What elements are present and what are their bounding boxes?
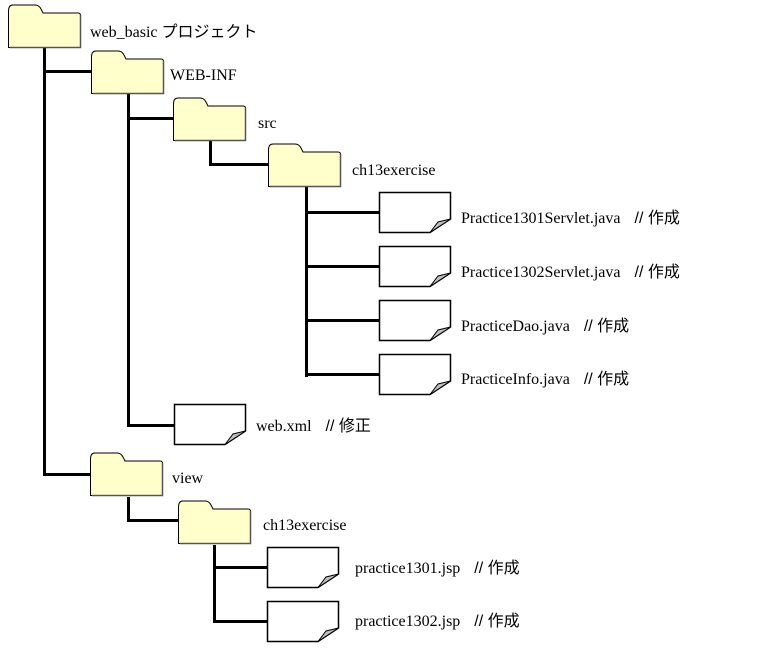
folder-label-src: src — [258, 115, 277, 132]
folder-icon[interactable] — [89, 451, 164, 497]
connector-root-vertical — [43, 48, 46, 476]
connector-ch13view-vertical — [213, 545, 216, 623]
connector-file1 — [305, 211, 379, 214]
file-icon[interactable] — [378, 299, 454, 343]
connector-src-ch13 — [209, 163, 268, 166]
folder-label-webinf: WEB-INF — [170, 67, 237, 84]
connector-root-webinf — [43, 70, 91, 73]
connector-jsp1 — [213, 566, 267, 569]
folder-label-ch13-view: ch13exercise — [263, 517, 347, 534]
file-icon[interactable] — [266, 546, 342, 590]
folder-label-view: view — [172, 470, 204, 487]
file-icon[interactable] — [378, 245, 454, 289]
connector-ch13src-vertical — [305, 187, 308, 377]
file-label: practice1302.jsp // 作成 — [355, 613, 520, 631]
file-comment: // 修正 — [325, 418, 371, 435]
file-name: web.xml — [256, 418, 312, 435]
folder-icon[interactable] — [172, 96, 247, 142]
folder-label-root: web_basic プロジェクト — [90, 24, 258, 41]
file-label: practice1301.jsp // 作成 — [355, 560, 520, 578]
connector-jsp2 — [213, 620, 267, 623]
folder-icon[interactable] — [90, 49, 165, 95]
file-name: PracticeInfo.java — [461, 371, 570, 388]
connector-webinf-webxml — [127, 424, 174, 427]
file-label: Practice1301Servlet.java // 作成 — [461, 210, 680, 228]
file-comment: // 作成 — [583, 371, 630, 388]
file-comment: // 作成 — [474, 560, 520, 577]
file-label-webxml: web.xml // 修正 — [256, 418, 371, 436]
file-label: PracticeInfo.java // 作成 — [461, 371, 629, 389]
file-name: practice1302.jsp — [355, 613, 461, 630]
file-comment: // 作成 — [583, 318, 630, 335]
connector-root-view — [43, 473, 91, 476]
folder-icon[interactable] — [7, 3, 82, 49]
connector-webinf-src — [127, 117, 173, 120]
connector-file3 — [305, 319, 379, 322]
file-icon[interactable] — [173, 403, 249, 447]
connector-file2 — [305, 265, 379, 268]
file-name: practice1301.jsp — [355, 560, 461, 577]
connector-file4 — [305, 373, 379, 376]
folder-icon[interactable] — [267, 142, 342, 188]
file-label: PracticeDao.java // 作成 — [461, 318, 629, 336]
file-name: Practice1302Servlet.java — [461, 264, 621, 281]
file-name: Practice1301Servlet.java — [461, 210, 621, 227]
file-comment: // 作成 — [634, 210, 680, 227]
connector-src-vertical — [209, 141, 212, 166]
folder-icon[interactable] — [177, 499, 252, 545]
file-name: PracticeDao.java — [461, 318, 570, 335]
file-comment: // 作成 — [474, 613, 520, 630]
folder-label-ch13-src: ch13exercise — [352, 162, 436, 179]
connector-view-vertical — [127, 497, 130, 522]
file-icon[interactable] — [378, 191, 454, 235]
file-label: Practice1302Servlet.java // 作成 — [461, 264, 680, 282]
file-icon[interactable] — [266, 600, 342, 644]
connector-webinf-vertical — [127, 94, 130, 427]
file-icon[interactable] — [378, 353, 454, 397]
connector-view-ch13 — [127, 519, 178, 522]
file-comment: // 作成 — [634, 264, 680, 281]
